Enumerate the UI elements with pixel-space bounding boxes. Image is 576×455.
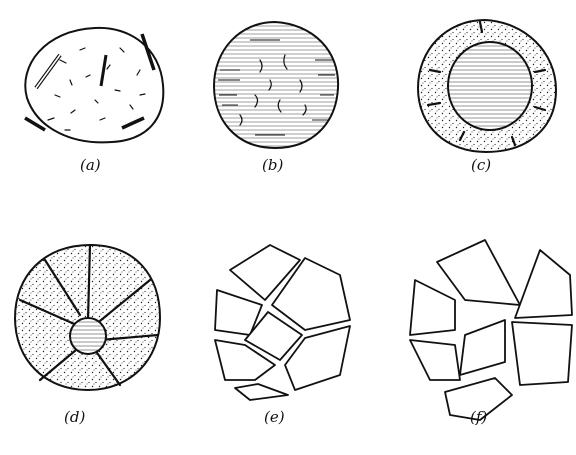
grain-b	[214, 22, 338, 148]
label-f: (f)	[470, 408, 487, 426]
grain-e	[215, 245, 350, 400]
label-b: (b)	[262, 156, 283, 174]
label-d: (d)	[64, 408, 85, 426]
grain-f	[410, 240, 572, 420]
grain-d	[15, 245, 160, 390]
label-c: (c)	[471, 156, 491, 174]
label-e: (e)	[264, 408, 285, 426]
grain-c	[418, 20, 556, 152]
label-a: (a)	[80, 156, 101, 174]
grain-a	[25, 28, 163, 143]
